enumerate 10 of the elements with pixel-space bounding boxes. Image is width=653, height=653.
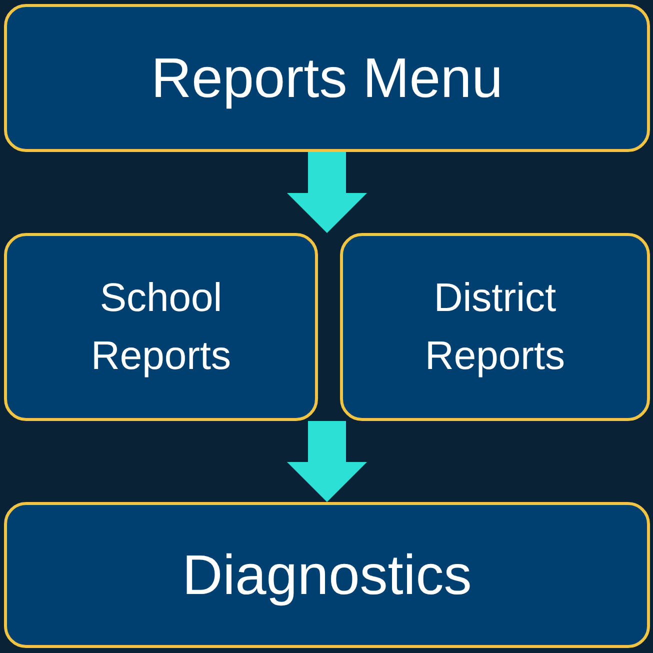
box-label: School Reports bbox=[90, 275, 232, 380]
process-box bbox=[4, 4, 650, 152]
block-arrow bbox=[287, 421, 367, 502]
block-arrow bbox=[287, 152, 367, 233]
process-box bbox=[4, 502, 650, 648]
box-label: Reports Menu bbox=[151, 45, 503, 111]
box-label: Diagnostics bbox=[182, 542, 472, 608]
process-box bbox=[340, 233, 650, 421]
box-label: District Reports bbox=[424, 275, 566, 380]
process-box bbox=[4, 233, 318, 421]
